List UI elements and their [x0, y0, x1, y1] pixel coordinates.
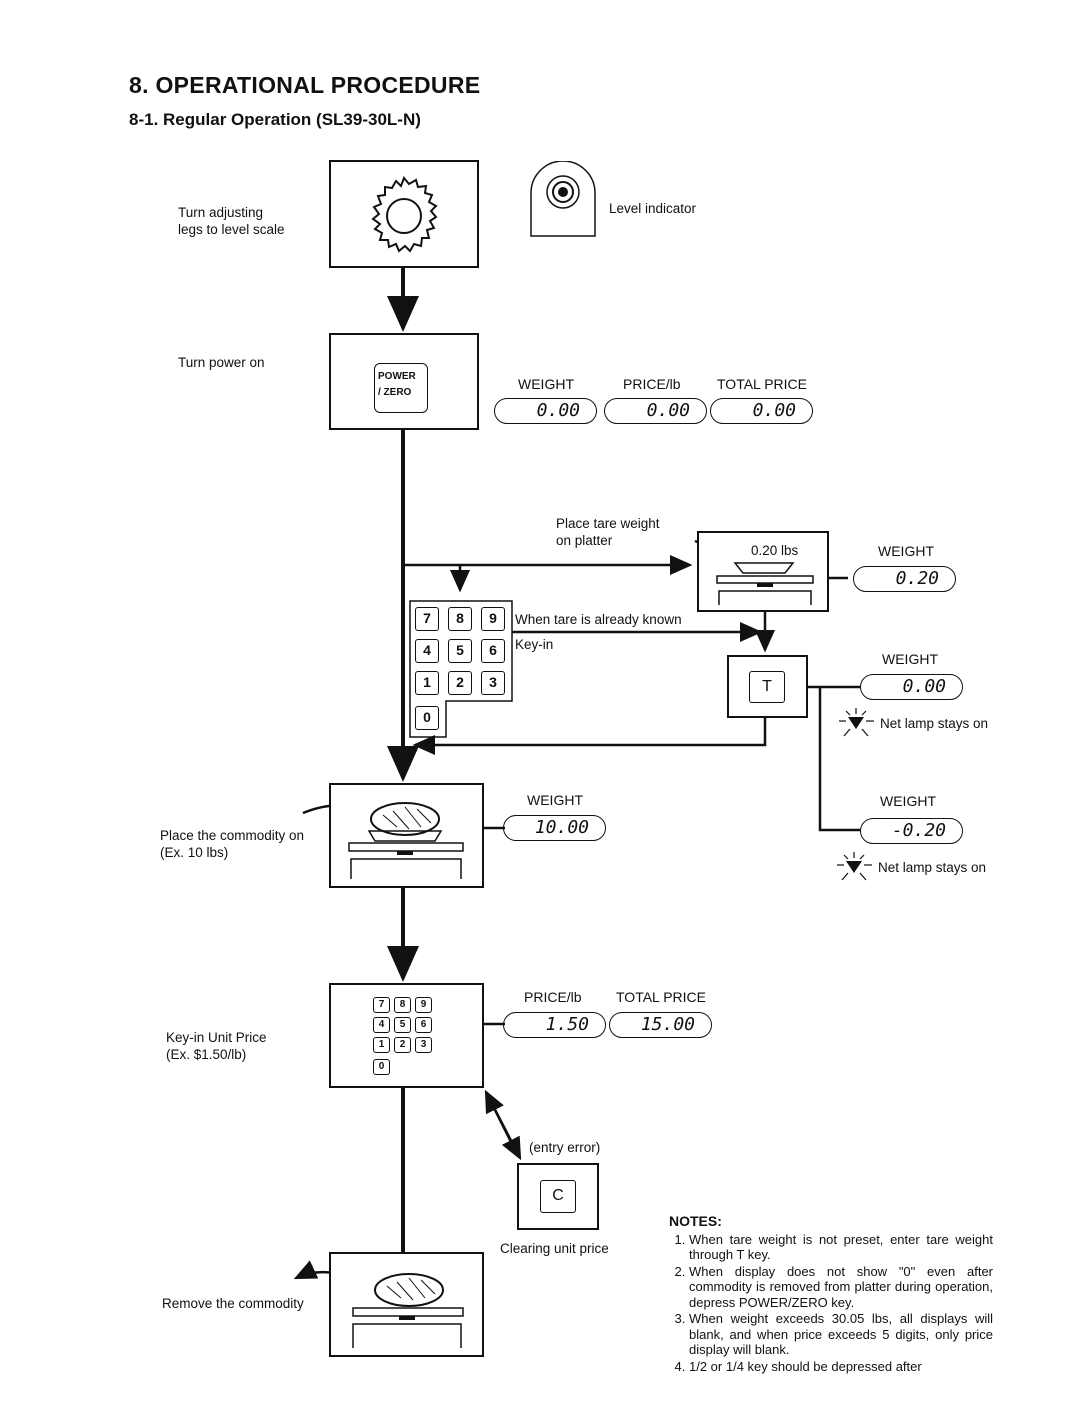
- clear-key-box: C: [517, 1163, 599, 1230]
- power-zero-key[interactable]: POWER / ZERO: [374, 363, 428, 413]
- tare-weight-display: 0.20: [853, 566, 956, 592]
- keyin-label: Key-in: [515, 637, 554, 652]
- net-lamp-label-2: Net lamp stays on: [878, 860, 987, 875]
- small-key-4[interactable]: 4: [373, 1017, 390, 1033]
- tare-scale-icon: [716, 562, 814, 605]
- entry-error-label: (entry error): [529, 1140, 601, 1155]
- small-key-1[interactable]: 1: [373, 1037, 390, 1053]
- remove-step-label: Remove the commodity: [162, 1296, 304, 1311]
- tare-keypad: 7 8 9 4 5 6 1 2 3 0: [409, 600, 513, 738]
- arrow-t-return: [412, 718, 767, 755]
- remove-scale-icon: [352, 1273, 464, 1348]
- note-item: 1/2 or 1/4 key should be depressed after: [689, 1359, 993, 1375]
- unit-total-header: TOTAL PRICE: [616, 989, 706, 1005]
- small-key-6[interactable]: 6: [415, 1017, 432, 1033]
- notes-title: NOTES:: [669, 1213, 722, 1229]
- small-key-0[interactable]: 0: [373, 1059, 390, 1075]
- level-indicator-icon: [530, 160, 596, 237]
- key-5[interactable]: 5: [448, 639, 472, 663]
- total-price-display: 0.00: [710, 398, 813, 424]
- small-key-7[interactable]: 7: [373, 997, 390, 1013]
- note-item: When display does not show "0" even afte…: [689, 1264, 993, 1311]
- notes-list: When tare weight is not preset, enter ta…: [669, 1232, 993, 1375]
- small-key-9[interactable]: 9: [415, 997, 432, 1013]
- tare-key-box: T: [727, 655, 808, 718]
- remove-scale-box: [329, 1252, 484, 1357]
- tare-scale-reading: 0.20 lbs: [751, 543, 799, 558]
- net-weight-display: 0.00: [860, 674, 963, 700]
- key-1[interactable]: 1: [415, 671, 439, 695]
- small-key-8[interactable]: 8: [394, 997, 411, 1013]
- tare-key[interactable]: T: [749, 671, 785, 703]
- minus-weight-header: WEIGHT: [880, 793, 936, 809]
- price-header: PRICE/lb: [623, 376, 681, 392]
- key-4[interactable]: 4: [415, 639, 439, 663]
- tare-place-label: Place tare weight on platter: [556, 516, 660, 548]
- total-price-header: TOTAL PRICE: [717, 376, 807, 392]
- unit-price-display: 1.50: [503, 1012, 606, 1038]
- key-8[interactable]: 8: [448, 607, 472, 631]
- arrow-from-clear: [484, 1089, 517, 1151]
- commodity-scale-box: [329, 783, 484, 888]
- unit-price-header: PRICE/lb: [524, 989, 582, 1005]
- page-title: 8. OPERATIONAL PROCEDURE: [129, 72, 481, 98]
- weight-header: WEIGHT: [518, 376, 574, 392]
- key-9[interactable]: 9: [481, 607, 505, 631]
- tare-platter-box: 0.20 lbs: [697, 531, 829, 612]
- commodity-weight-display: 10.00: [503, 815, 606, 841]
- clear-key[interactable]: C: [540, 1180, 576, 1213]
- level-step-label: Turn adjusting legs to level scale: [178, 205, 285, 237]
- price-display: 0.00: [604, 398, 707, 424]
- section-subtitle: 8-1. Regular Operation (SL39-30L-N): [129, 110, 421, 129]
- commodity-scale-icon: [348, 802, 464, 879]
- key-3[interactable]: 3: [481, 671, 505, 695]
- small-key-2[interactable]: 2: [394, 1037, 411, 1053]
- unit-price-step-label: Key-in Unit Price (Ex. $1.50/lb): [166, 1030, 267, 1062]
- small-key-3[interactable]: 3: [415, 1037, 432, 1053]
- level-adjust-box: [329, 160, 479, 268]
- unit-total-display: 15.00: [609, 1012, 712, 1038]
- tare-known-label: When tare is already known: [515, 612, 682, 627]
- net-lamp-label-1: Net lamp stays on: [880, 716, 989, 731]
- level-indicator-label: Level indicator: [609, 201, 697, 216]
- key-6[interactable]: 6: [481, 639, 505, 663]
- minus-weight-display: -0.20: [860, 818, 963, 844]
- key-0[interactable]: 0: [415, 706, 439, 730]
- notes-section: NOTES: When tare weight is not preset, e…: [669, 1213, 993, 1375]
- commodity-weight-header: WEIGHT: [527, 792, 583, 808]
- key-7[interactable]: 7: [415, 607, 439, 631]
- tare-weight-header: WEIGHT: [878, 543, 934, 559]
- note-item: When tare weight is not preset, enter ta…: [689, 1232, 993, 1263]
- note-item: When weight exceeds 30.05 lbs, all displ…: [689, 1311, 993, 1358]
- power-step-box: POWER / ZERO: [329, 333, 479, 430]
- weight-display: 0.00: [494, 398, 597, 424]
- net-weight-header: WEIGHT: [882, 651, 938, 667]
- net-lamp-icon-2: [837, 852, 872, 881]
- clear-caption: Clearing unit price: [500, 1241, 609, 1256]
- unit-price-keypad-box: 7 8 9 4 5 6 1 2 3 0: [329, 983, 484, 1088]
- net-lamp-icon: [839, 708, 874, 737]
- commodity-step-label: Place the commodity on (Ex. 10 lbs): [160, 828, 305, 860]
- small-key-5[interactable]: 5: [394, 1017, 411, 1033]
- adjusting-gear-icon: [371, 176, 438, 253]
- power-step-label: Turn power on: [178, 355, 265, 370]
- key-2[interactable]: 2: [448, 671, 472, 695]
- link-removed-display: [818, 687, 860, 832]
